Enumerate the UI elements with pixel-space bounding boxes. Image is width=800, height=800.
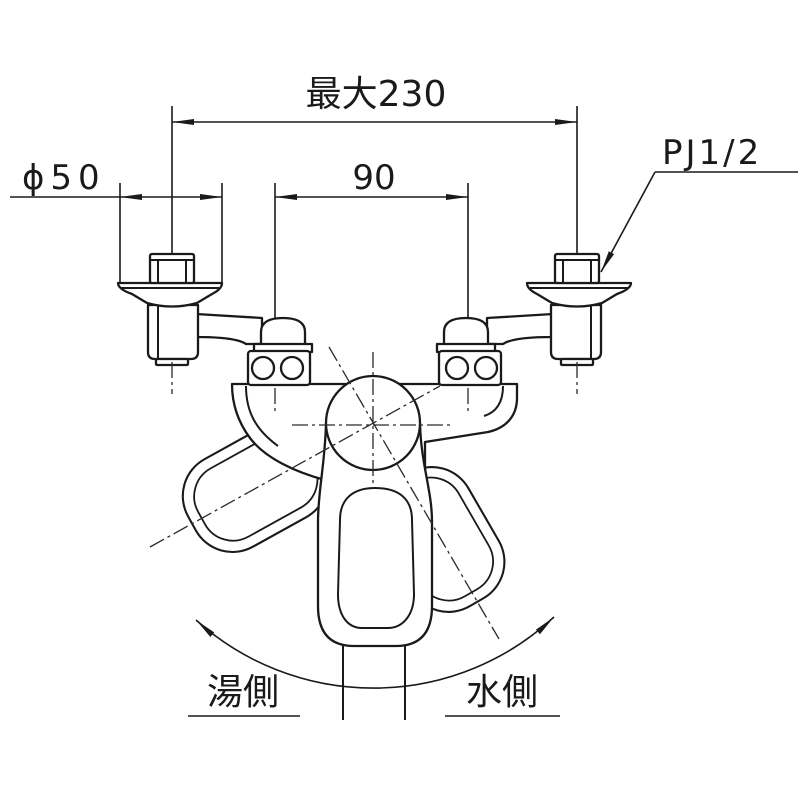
- right-union-cap: [442, 316, 490, 348]
- cold-lever-axis: [328, 346, 500, 640]
- max-width-label: 最大230: [306, 74, 447, 115]
- thread-leader: [600, 171, 656, 273]
- thread-callout: PJ1/2: [600, 133, 798, 273]
- right-wall-nut: [553, 252, 601, 285]
- left-eccentric-arm: [194, 312, 264, 346]
- right-wall-connector: [435, 252, 633, 387]
- body-left-inner-curve: [245, 385, 279, 447]
- hot-lever-axis: [149, 385, 441, 548]
- right-union-bolt-2: [444, 355, 470, 381]
- right-union-bolt-1: [473, 355, 499, 381]
- left-wall-connector: [116, 252, 314, 387]
- thread-label: PJ1/2: [662, 133, 762, 173]
- left-union-bolt-2: [279, 355, 305, 381]
- inlet-spacing-label: 90: [352, 158, 395, 198]
- main-lever: [316, 374, 434, 648]
- left-flange: [116, 281, 224, 308]
- hot-side-label: 湯側: [207, 672, 279, 713]
- left-union-bolt-1: [250, 355, 276, 381]
- left-wall-nut: [148, 252, 196, 285]
- spout: [342, 646, 406, 720]
- right-eccentric-arm: [485, 312, 555, 346]
- flange-diameter-label: ϕ50: [22, 158, 106, 198]
- right-elbow: [549, 303, 603, 361]
- center-lines: [149, 346, 578, 640]
- lever-outline: [316, 421, 434, 648]
- hot-side-label-group: 湯側: [188, 672, 300, 717]
- right-flange: [525, 281, 633, 308]
- cold-side-label: 水側: [466, 672, 538, 713]
- cold-side-label-group: 水側: [445, 672, 560, 717]
- lever-rotation-arc: [195, 616, 555, 689]
- left-elbow: [146, 303, 200, 361]
- body-right-inner-curve: [483, 385, 504, 417]
- max-width-dimension: 最大230: [171, 74, 578, 254]
- flange-diameter-dimension: ϕ50: [10, 158, 223, 283]
- left-union-cap: [259, 316, 307, 348]
- inlet-spacing-dimension: 90: [274, 158, 469, 318]
